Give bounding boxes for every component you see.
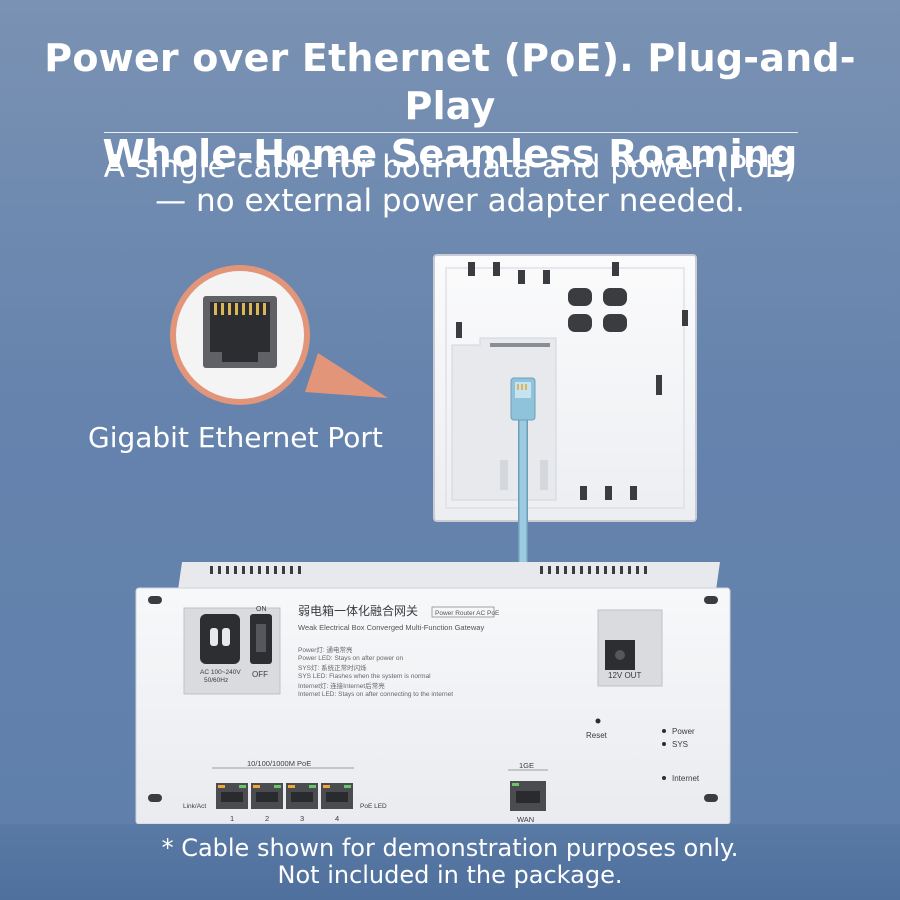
sys-led — [662, 742, 666, 746]
power-led — [662, 729, 666, 733]
subtitle-line-1: A single cable for both data and power (… — [103, 149, 797, 185]
led-power-en: Power LED: Stays on after power on — [298, 655, 404, 662]
led-internet-en: Internet LED: Stays on after connecting … — [298, 691, 453, 698]
gateway-title-en: Weak Electrical Box Converged Multi-Func… — [298, 623, 484, 632]
cable-plug-top — [510, 377, 536, 421]
port-number-4: 4 — [335, 814, 339, 823]
indicator-power-label: Power — [672, 727, 695, 736]
indicator-internet-label: Internet — [672, 774, 700, 783]
wan-label: WAN — [517, 815, 534, 824]
led-power-cn: Power灯: 通电常亮 — [298, 645, 353, 654]
title-line-1: Power over Ethernet (PoE). Plug-and-Play — [44, 36, 856, 128]
lan-port-2 — [251, 783, 283, 809]
poe-led-label: PoE LED — [360, 803, 387, 810]
internet-led — [662, 776, 666, 780]
port-callout — [170, 265, 388, 405]
gateway-model-tag: Power Router AC PoE — [435, 610, 500, 617]
port-number-1: 1 — [230, 814, 234, 823]
poe-group-label: 10/100/1000M PoE — [247, 759, 311, 768]
switch-off-label: OFF — [252, 670, 268, 679]
reset-pinhole — [595, 718, 601, 724]
wan-port — [508, 769, 548, 811]
led-sys-en: SYS LED: Flashes when the system is norm… — [298, 673, 431, 680]
title-divider — [104, 132, 798, 133]
wan-speed-label: 1GE — [519, 761, 534, 770]
switch-on-label: ON — [256, 606, 267, 613]
poe-port-group — [212, 767, 354, 809]
subtitle-line-2: — no external power adapter needed. — [155, 183, 745, 219]
footnote: * Cable shown for demonstration purposes… — [0, 835, 900, 889]
callout-pointer — [305, 353, 388, 398]
dc-out-label: 12V OUT — [608, 671, 641, 680]
page-title: Power over Ethernet (PoE). Plug-and-Play… — [0, 34, 900, 178]
linkact-label: Link/Act — [183, 803, 206, 810]
footnote-band — [0, 824, 900, 900]
power-in-label: AC 100~240V — [200, 669, 241, 676]
port-number-3: 3 — [300, 814, 304, 823]
led-internet-cn: Internet灯: 连接Internet后常亮 — [298, 681, 385, 690]
footnote-line-2: Not included in the package. — [277, 861, 623, 889]
power-in-freq: 50/60Hz — [204, 677, 228, 684]
reset-label: Reset — [586, 731, 608, 740]
lan-port-1 — [216, 783, 248, 809]
gateway-panel: 弱电箱一体化融合网关 Power Router AC PoE Weak Elec… — [135, 562, 731, 825]
led-sys-cn: SYS灯: 系统正常时闪烁 — [298, 663, 367, 672]
page-subtitle: A single cable for both data and power (… — [0, 150, 900, 218]
footnote-line-1: * Cable shown for demonstration purposes… — [161, 834, 739, 862]
port-number-2: 2 — [265, 814, 269, 823]
power-inlet-block — [183, 607, 281, 695]
lan-port-4 — [321, 783, 353, 809]
title-line-2: Whole-Home Seamless Roaming — [102, 132, 798, 176]
wall-panel-ap — [433, 254, 697, 522]
port-callout-label: Gigabit Ethernet Port — [88, 421, 383, 454]
rj45-port-icon — [203, 296, 277, 368]
lan-port-3 — [286, 783, 318, 809]
dc-out-block — [597, 609, 663, 687]
indicator-sys-label: SYS — [672, 740, 688, 749]
gateway-title-cn: 弱电箱一体化融合网关 — [298, 603, 418, 618]
